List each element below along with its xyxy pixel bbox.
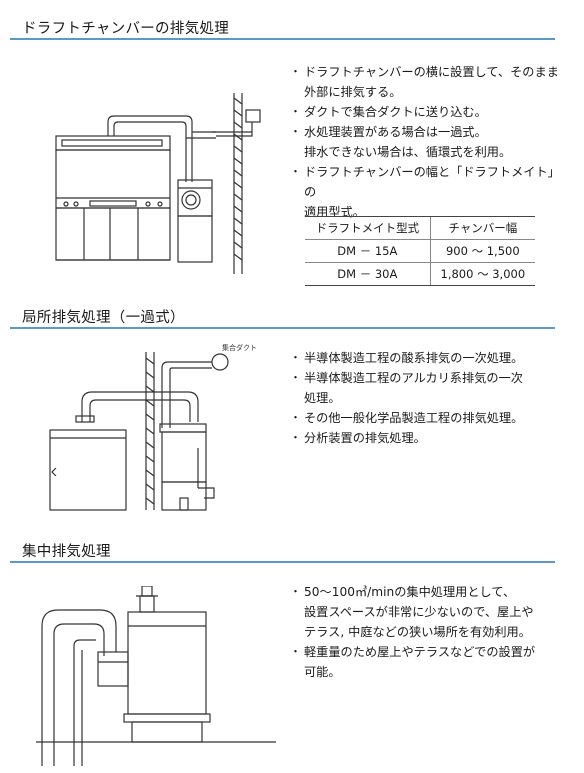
section-rule [10,327,555,329]
bullet-item: ダクトで集合ダクトに送り込む。 [290,102,560,122]
table-header: チャンバー幅 [429,216,535,240]
table-header: ドラフトメイト型式 [305,216,431,240]
section-2-bullets: 半導体製造工程の酸系排気の一次処理。 半導体製造工程のアルカリ系排気の一次 処理… [290,348,560,448]
draft-chamber-figure [55,93,261,274]
table-row: DM － 30A 1,800 ～ 3,000 [305,262,535,286]
table-cell: DM － 30A [305,262,431,286]
bullet-item: ドラフトチャンバーの幅と「ドラフトメイト」の 適用型式。 [290,162,560,222]
table-cell: 900 ～ 1,500 [429,239,535,263]
section-title-draft-chamber: ドラフトチャンバーの排気処理 [22,21,230,37]
bullet-item: ドラフトチャンバーの横に設置して、そのまま 外部に排気する。 [290,62,560,102]
bullet-item: 軽重量のため屋上やテラスなどでの設置が 可能。 [290,642,560,682]
section-rule [10,38,555,40]
table-cell: 1,800 ～ 3,000 [429,262,535,286]
table-row: DM － 15A 900 ～ 1,500 [305,239,535,263]
bullet-item: 半導体製造工程の酸系排気の一次処理。 [290,348,560,368]
section-rule [10,561,555,563]
table-cell: DM － 15A [305,239,431,263]
central-exhaust-figure [36,586,276,766]
bullet-item: 水処理装置がある場合は一過式。 排水できない場合は、循環式を利用。 [290,122,560,162]
bullet-item: 半導体製造工程のアルカリ系排気の一次 処理。 [290,368,560,408]
section-title-local-exhaust: 局所排気処理（一過式） [22,310,185,326]
section-title-central-exhaust: 集中排気処理 [22,544,111,560]
section-1-bullets: ドラフトチャンバーの横に設置して、そのまま 外部に排気する。 ダクトで集合ダクト… [290,62,560,222]
bullet-item: 分析装置の排気処理。 [290,428,560,448]
section-3-bullets: 50～100㎥/minの集中処理用として、 設置スペースが非常に少ないので、屋上… [290,582,560,682]
bullet-item: その他一般化学品製造工程の排気処理。 [290,408,560,428]
local-exhaust-figure: 集合ダクト [49,343,257,511]
bullet-item: 50～100㎥/minの集中処理用として、 設置スペースが非常に少ないので、屋上… [290,582,560,642]
figure-label-collection-duct: 集合ダクト [222,343,257,352]
draftmate-spec-table: ドラフトメイト型式 チャンバー幅 DM － 15A 900 ～ 1,500 DM… [305,216,535,286]
